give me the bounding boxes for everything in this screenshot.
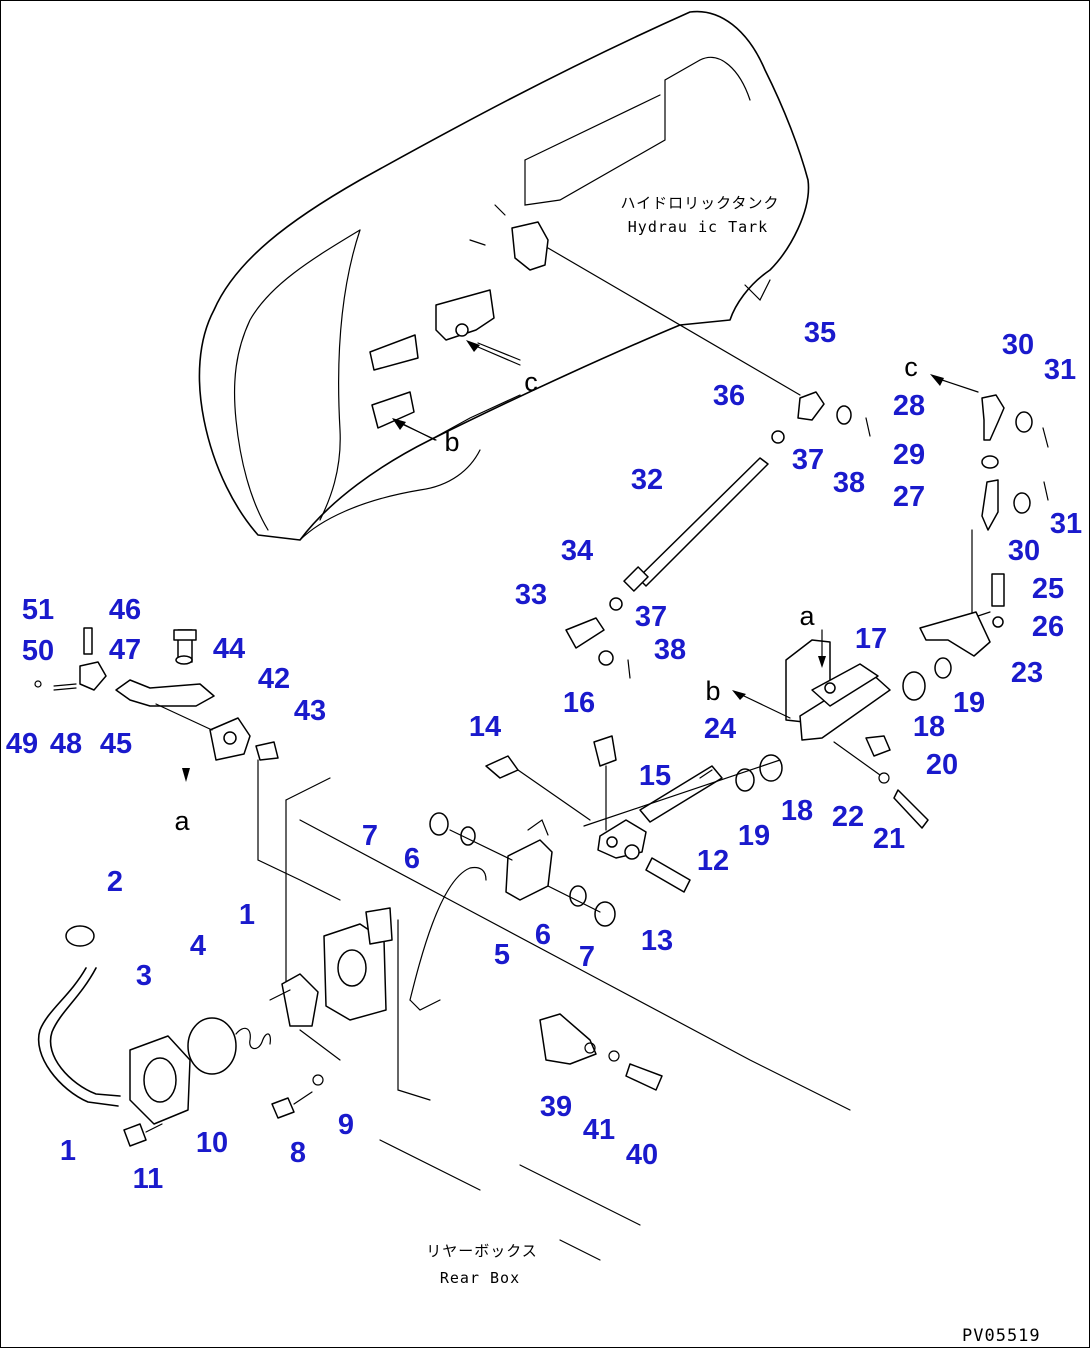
callout-38b: 38: [654, 634, 686, 666]
ref-a-left: a: [174, 806, 190, 836]
callout-16: 16: [563, 687, 595, 719]
callout-29: 29: [893, 439, 925, 471]
callout-45: 45: [100, 728, 132, 760]
callout-40: 40: [626, 1139, 658, 1171]
callout-49: 49: [6, 728, 38, 760]
callout-31a: 31: [1044, 354, 1076, 386]
callout-3: 3: [136, 960, 152, 992]
bracket-5: [429, 812, 616, 927]
callout-30a: 30: [1002, 329, 1034, 361]
callout-46: 46: [109, 594, 141, 626]
callout-43: 43: [294, 695, 326, 727]
callout-39: 39: [540, 1091, 572, 1123]
callout-48: 48: [50, 728, 82, 760]
callout-2: 2: [107, 866, 123, 898]
ref-b-valve: b: [705, 676, 720, 706]
callout-1b: 1: [239, 899, 255, 931]
lever-39: [539, 1013, 663, 1091]
callout-15: 15: [639, 760, 671, 792]
callout-7a: 7: [362, 820, 378, 852]
callout-19a: 19: [953, 687, 985, 719]
shaft-and-lever: [485, 735, 783, 893]
callout-13: 13: [641, 925, 673, 957]
callout-19b: 19: [738, 820, 770, 852]
callout-27: 27: [893, 481, 925, 513]
callout-1a: 1: [60, 1135, 76, 1167]
control-cable: [547, 247, 801, 396]
callout-25: 25: [1032, 573, 1064, 605]
callout-37b: 37: [635, 601, 667, 633]
callout-18a: 18: [913, 711, 945, 743]
callout-26: 26: [1032, 611, 1064, 643]
callout-11: 11: [133, 1163, 164, 1195]
callout-24: 24: [704, 713, 736, 745]
rear-box-label-en: Rear Box: [440, 1269, 520, 1287]
rear-box-label-jp: リヤーボックス: [426, 1242, 538, 1260]
ref-b-tank: b: [444, 427, 459, 457]
callout-38a: 38: [833, 467, 865, 499]
callout-37a: 37: [792, 444, 824, 476]
callout-20: 20: [926, 749, 958, 781]
hydraulic-tank-label-en: Hydrau ic Tark: [628, 218, 768, 236]
callout-31b: 31: [1050, 508, 1082, 540]
rod-assembly: [565, 457, 769, 679]
rear-box: リヤーボックス Rear Box: [257, 759, 851, 1287]
callout-51: 51: [22, 594, 54, 626]
callout-18b: 18: [781, 795, 813, 827]
callout-7b: 7: [579, 941, 595, 973]
control-valve: a b: [705, 573, 1005, 829]
callout-36: 36: [713, 380, 745, 412]
drawing-code: PV05519: [962, 1326, 1041, 1346]
callout-21: 21: [873, 823, 905, 855]
tank-references: c b ハイドロリックタンク Hydrau ic Tark: [392, 194, 779, 457]
callout-47: 47: [109, 634, 141, 666]
ref-a-valve: a: [799, 601, 815, 631]
hydraulic-tank-label-jp: ハイドロリックタンク: [620, 194, 779, 212]
hydraulic-tank: [198, 10, 810, 541]
callout-22: 22: [832, 801, 864, 833]
callout-35: 35: [804, 317, 836, 349]
callout-4: 4: [190, 930, 206, 962]
callout-23: 23: [1011, 657, 1043, 689]
callout-32: 32: [631, 464, 663, 496]
callout-28: 28: [893, 390, 925, 422]
callout-30b: 30: [1008, 535, 1040, 567]
callout-5: 5: [494, 939, 510, 971]
lower-left-parts: [37, 925, 324, 1147]
callout-12: 12: [697, 845, 729, 877]
callout-44: 44: [213, 633, 245, 665]
callout-10: 10: [196, 1127, 228, 1159]
callout-50: 50: [22, 635, 54, 667]
callout-8: 8: [290, 1137, 306, 1169]
upper-left-linkage: a: [34, 627, 279, 836]
callout-42: 42: [258, 663, 290, 695]
callout-6b: 6: [535, 919, 551, 951]
callout-9: 9: [338, 1109, 354, 1141]
callouts: 1 1 2 3 4 5 6 6 7 7 8 9 10 11 12 13 14 1…: [6, 317, 1082, 1195]
callout-6a: 6: [404, 843, 420, 875]
callout-34: 34: [561, 535, 593, 567]
callout-17: 17: [855, 623, 887, 655]
callout-41: 41: [583, 1114, 615, 1146]
ref-c-tank: c: [524, 367, 538, 397]
ref-c-right: c: [904, 352, 918, 382]
callout-14: 14: [469, 711, 501, 743]
callout-33: 33: [515, 579, 547, 611]
